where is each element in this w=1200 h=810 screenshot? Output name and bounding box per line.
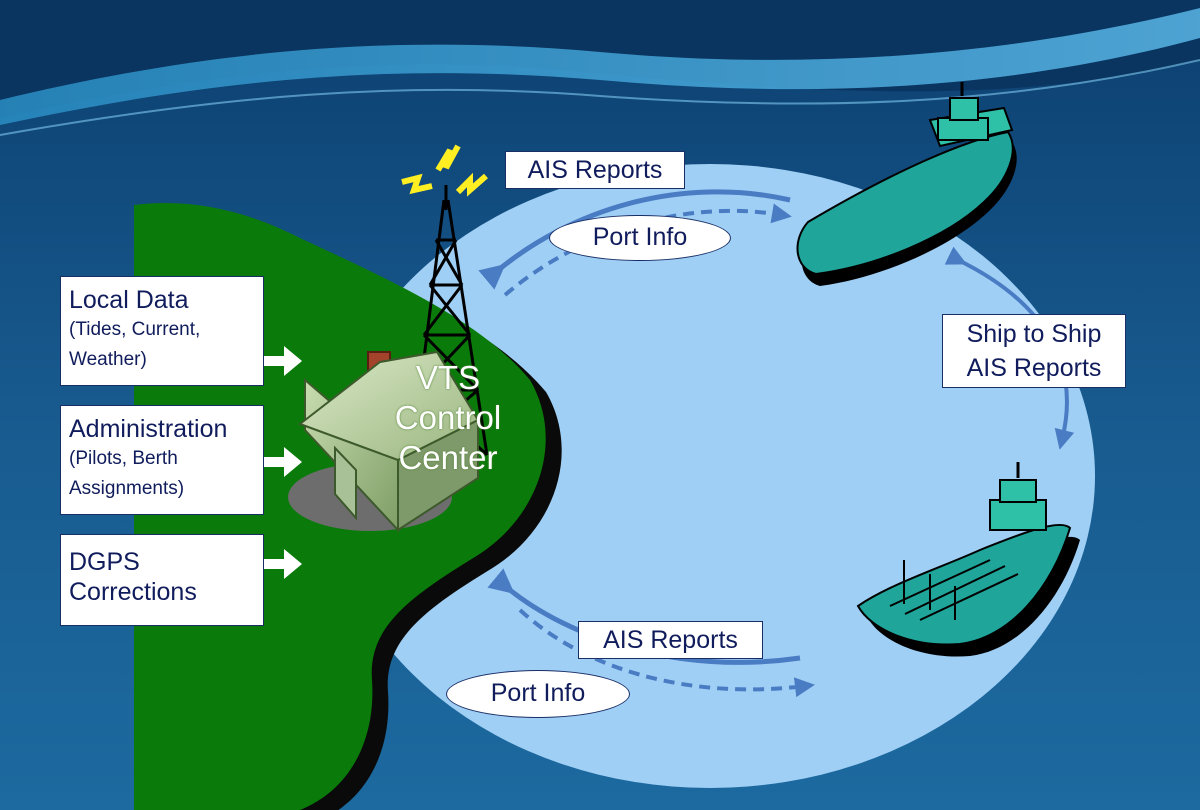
vts-line-1: VTS xyxy=(415,359,481,396)
administration-box: Administration (Pilots, Berth Assignment… xyxy=(60,405,264,515)
input-arrow-icon xyxy=(264,447,302,477)
input-arrow-icon xyxy=(264,549,302,579)
header-swoosh xyxy=(0,8,1200,125)
control-center-house-icon xyxy=(288,350,480,533)
arrow-reports-to-center xyxy=(478,189,791,290)
ship-to-ship-line-2: AIS Reports xyxy=(966,354,1102,382)
header-swoosh-line xyxy=(0,59,1200,136)
signal-bolt-icon xyxy=(401,144,488,197)
vts-control-center-label: VTS Control Center xyxy=(378,358,518,478)
administration-detail-line-2: Assignments) xyxy=(69,478,185,499)
top-port-info-label: Port Info xyxy=(549,215,731,261)
input-arrows xyxy=(264,346,302,579)
ship-to-ship-line-1: Ship to Ship xyxy=(966,320,1102,348)
dgps-corrections-box: DGPS Corrections xyxy=(60,534,264,626)
vts-line-2: Control xyxy=(394,399,502,436)
tanker-ship-icon xyxy=(856,462,1080,657)
local-data-detail-line-2: Weather) xyxy=(69,349,147,370)
local-data-title: Local Data xyxy=(69,286,189,314)
dgps-title-line-1: DGPS xyxy=(69,548,140,576)
administration-title: Administration xyxy=(69,415,228,443)
local-data-box: Local Data (Tides, Current, Weather) xyxy=(60,276,264,386)
bottom-port-info-label: Port Info xyxy=(446,670,630,718)
top-ais-reports-label: AIS Reports xyxy=(505,151,685,189)
arrow-info-to-ship-bottom xyxy=(518,608,815,698)
vts-line-3: Center xyxy=(398,439,498,476)
ship-to-ship-label: Ship to Ship AIS Reports xyxy=(942,314,1126,388)
administration-detail-line-1: (Pilots, Berth xyxy=(69,448,178,469)
bottom-ais-reports-label: AIS Reports xyxy=(578,621,763,659)
input-arrow-icon xyxy=(264,346,302,376)
container-ship-icon xyxy=(796,82,1017,286)
local-data-detail-line-1: (Tides, Current, xyxy=(69,319,201,340)
dgps-title-line-2: Corrections xyxy=(69,578,197,606)
